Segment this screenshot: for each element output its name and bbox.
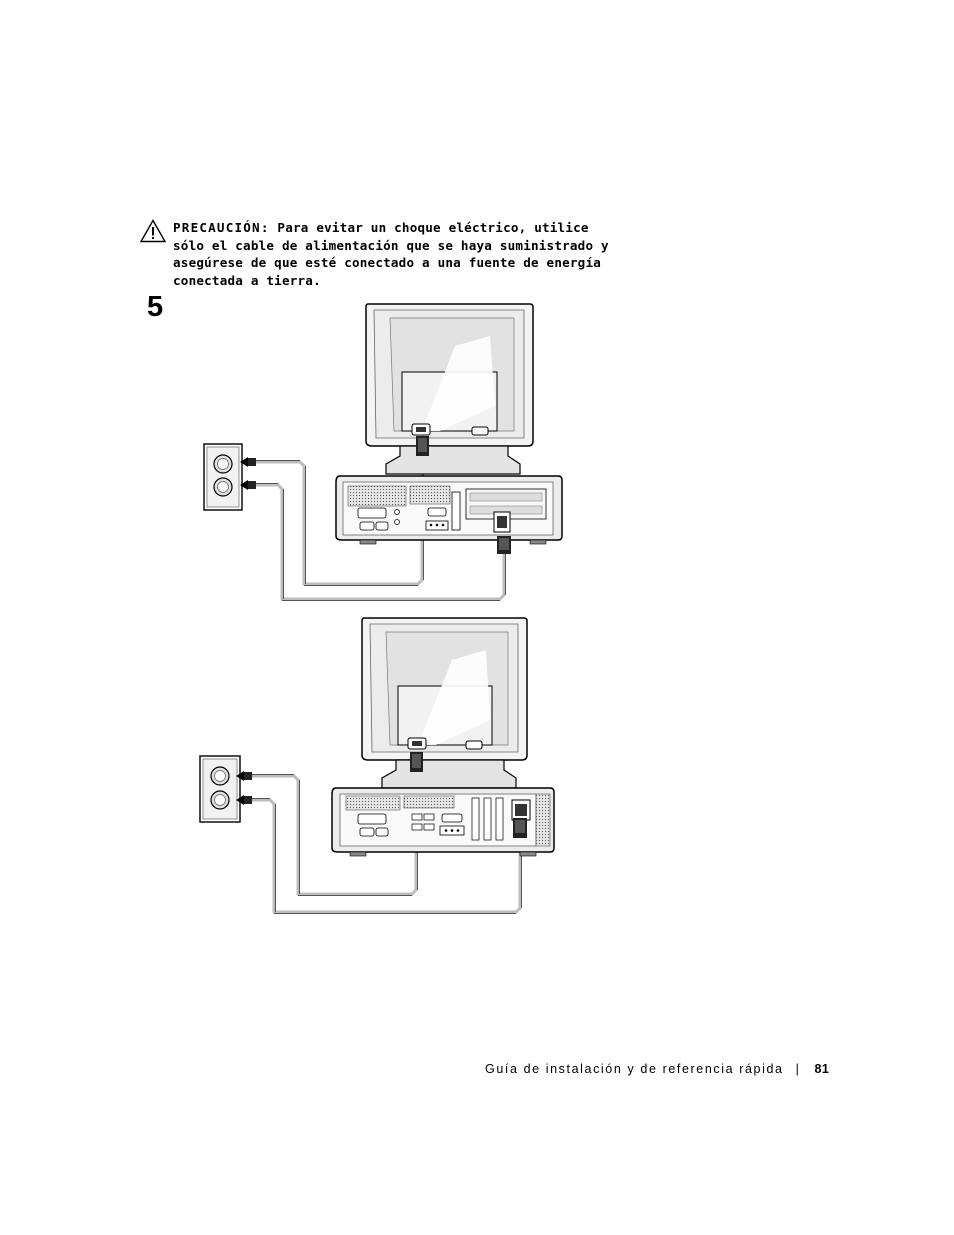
monitor [361,617,528,789]
warning-triangle-icon [140,219,166,243]
computer [335,475,563,545]
caution-text: PRECAUCIÓN: Para evitar un choque eléctr… [173,219,623,289]
footer-title: Guía de instalación y de referencia rápi… [485,1062,784,1076]
wall-outlet [203,443,256,511]
wall-outlet [199,755,252,823]
step-number: 5 [147,291,164,323]
monitor [365,303,534,475]
footer-separator: | [795,1062,801,1076]
power-connection-illustration [199,303,563,914]
top-setup [203,303,563,601]
caution-body: Para evitar un choque eléctrico, utilice… [173,220,609,288]
caution-label: PRECAUCIÓN: [173,220,270,235]
page-number: 81 [814,1062,830,1076]
bottom-setup [199,617,555,914]
computer [331,787,555,857]
page-footer: Guía de instalación y de referencia rápi… [485,1062,830,1076]
